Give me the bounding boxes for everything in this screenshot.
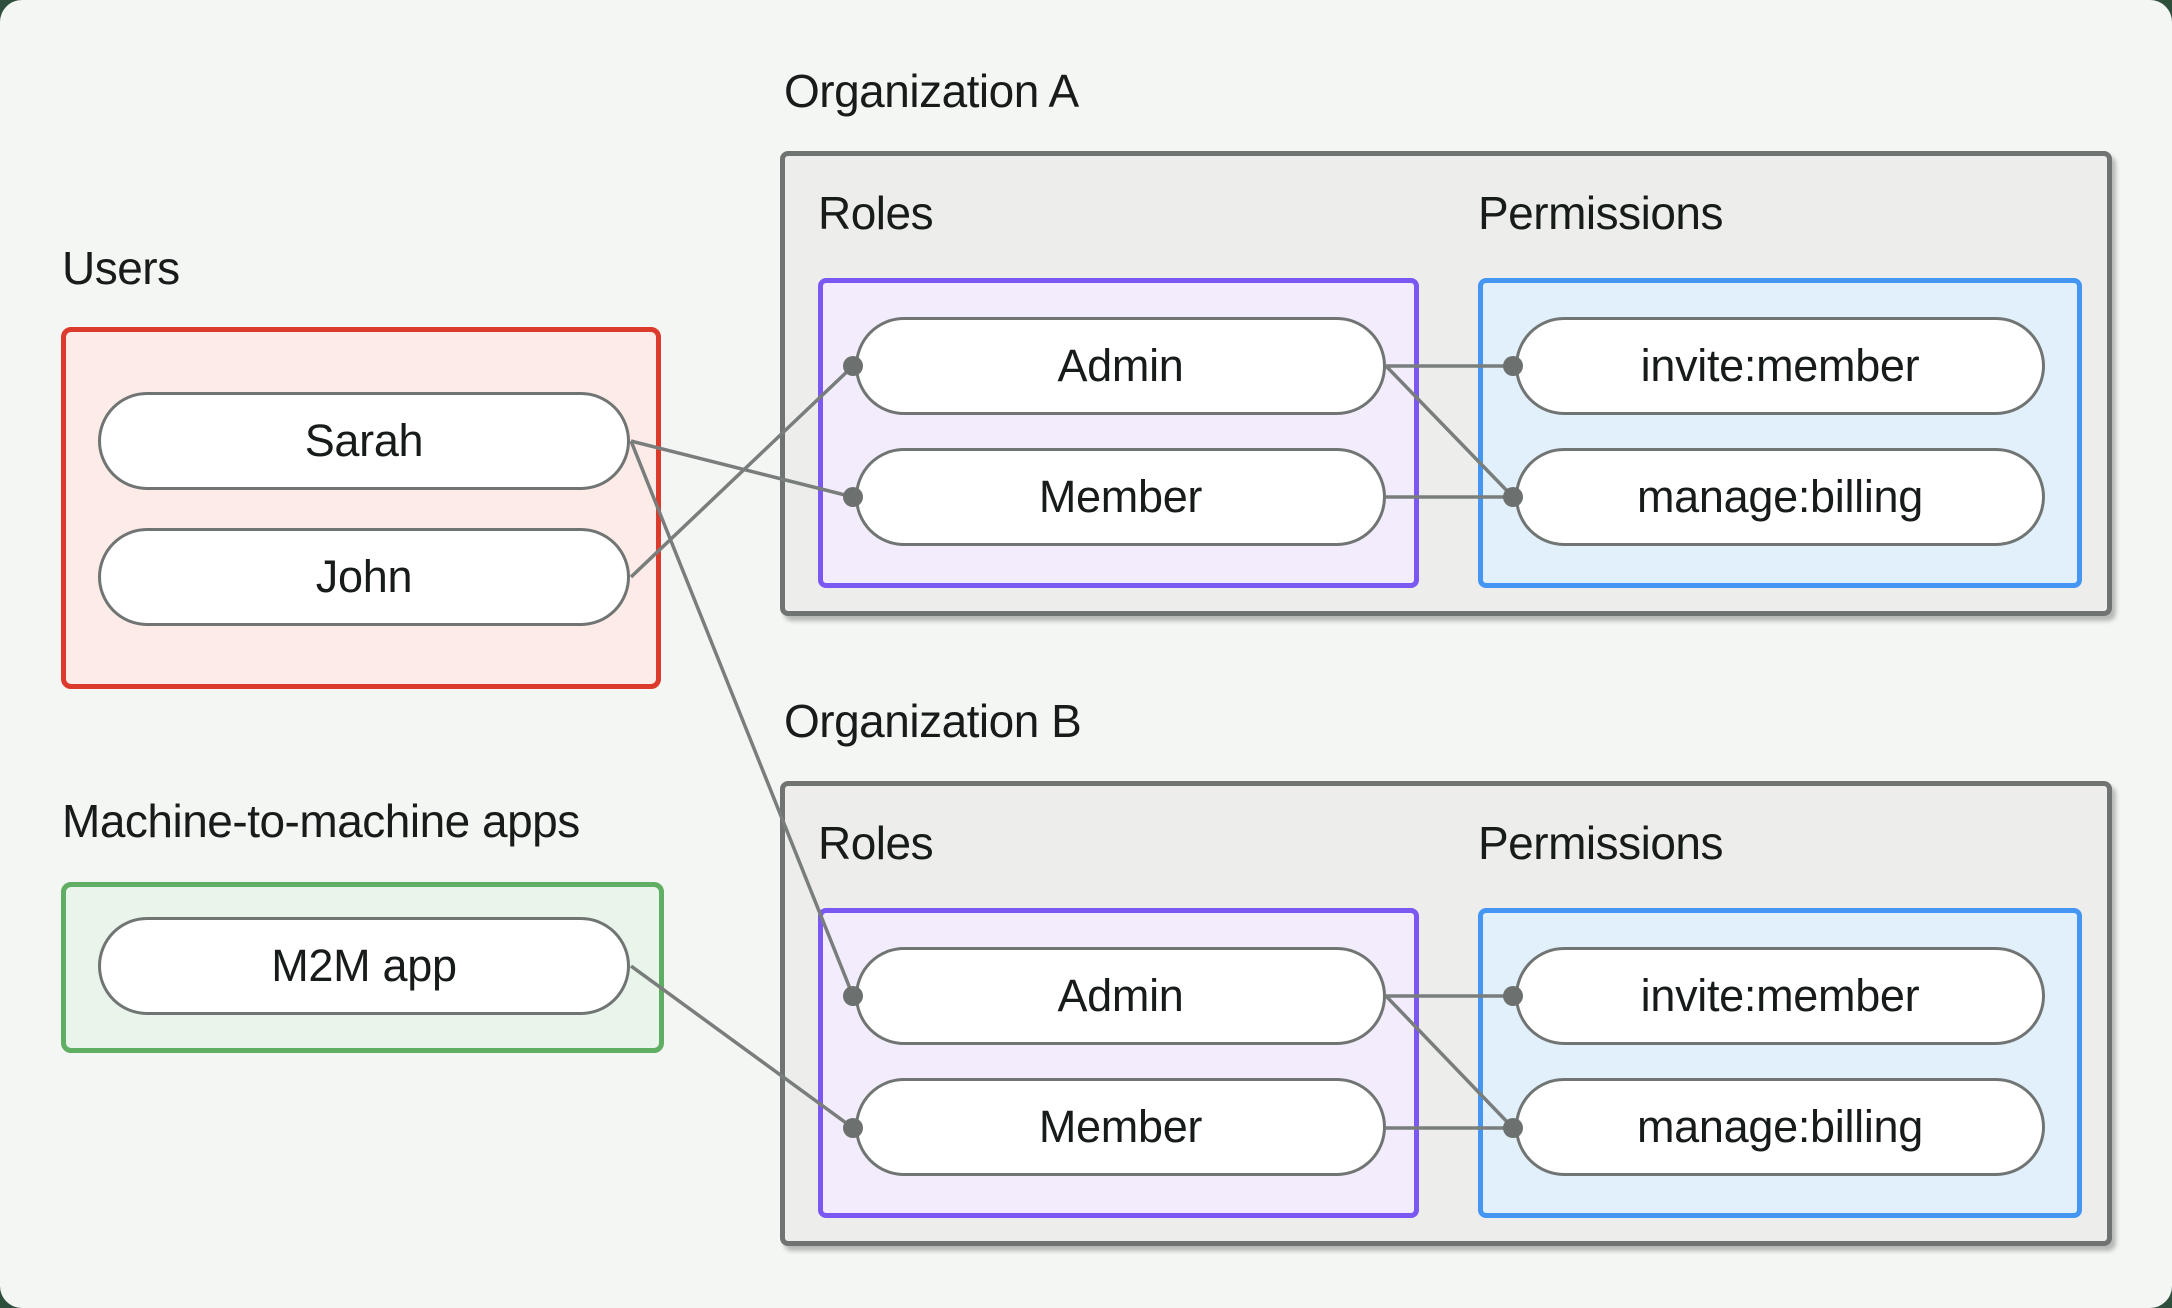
org-b-permission-invite-member: invite:member — [1515, 947, 2045, 1045]
org-a-role-admin: Admin — [855, 317, 1386, 415]
org-b-permission-manage-billing: manage:billing — [1515, 1078, 2045, 1176]
org-a-role-member-label: Member — [1038, 471, 1203, 522]
org-a-role-admin-label: Admin — [1057, 340, 1184, 391]
m2m-group-label: Machine-to-machine apps — [62, 795, 580, 847]
org-b-permission-invite-member-label: invite:member — [1640, 970, 1920, 1021]
org-a-title: Organization A — [784, 65, 1079, 117]
org-a-permission-manage-billing-label: manage:billing — [1637, 471, 1923, 522]
org-b-permissions-label: Permissions — [1478, 817, 1724, 869]
org-b-role-admin: Admin — [855, 947, 1386, 1045]
org-b-permission-manage-billing-label: manage:billing — [1637, 1101, 1923, 1152]
org-b-role-member: Member — [855, 1078, 1386, 1176]
org-b-title: Organization B — [784, 695, 1082, 747]
users-group-label: Users — [62, 242, 180, 294]
user-node-john: John — [98, 528, 630, 626]
org-a-permission-invite-member: invite:member — [1515, 317, 2045, 415]
users-group-box — [61, 327, 661, 689]
m2m-app-node: M2M app — [98, 917, 630, 1015]
m2m-app-node-label: M2M app — [271, 940, 457, 991]
org-a-permissions-label: Permissions — [1478, 187, 1724, 239]
user-node-sarah: Sarah — [98, 392, 630, 490]
org-b-role-member-label: Member — [1038, 1101, 1203, 1152]
user-node-john-label: John — [315, 551, 413, 602]
org-a-role-member: Member — [855, 448, 1386, 546]
org-b-role-admin-label: Admin — [1057, 970, 1184, 1021]
org-a-permission-invite-member-label: invite:member — [1640, 340, 1920, 391]
org-b-roles-label: Roles — [818, 817, 934, 869]
org-a-permission-manage-billing: manage:billing — [1515, 448, 2045, 546]
org-a-roles-label: Roles — [818, 187, 934, 239]
user-node-sarah-label: Sarah — [304, 415, 424, 466]
